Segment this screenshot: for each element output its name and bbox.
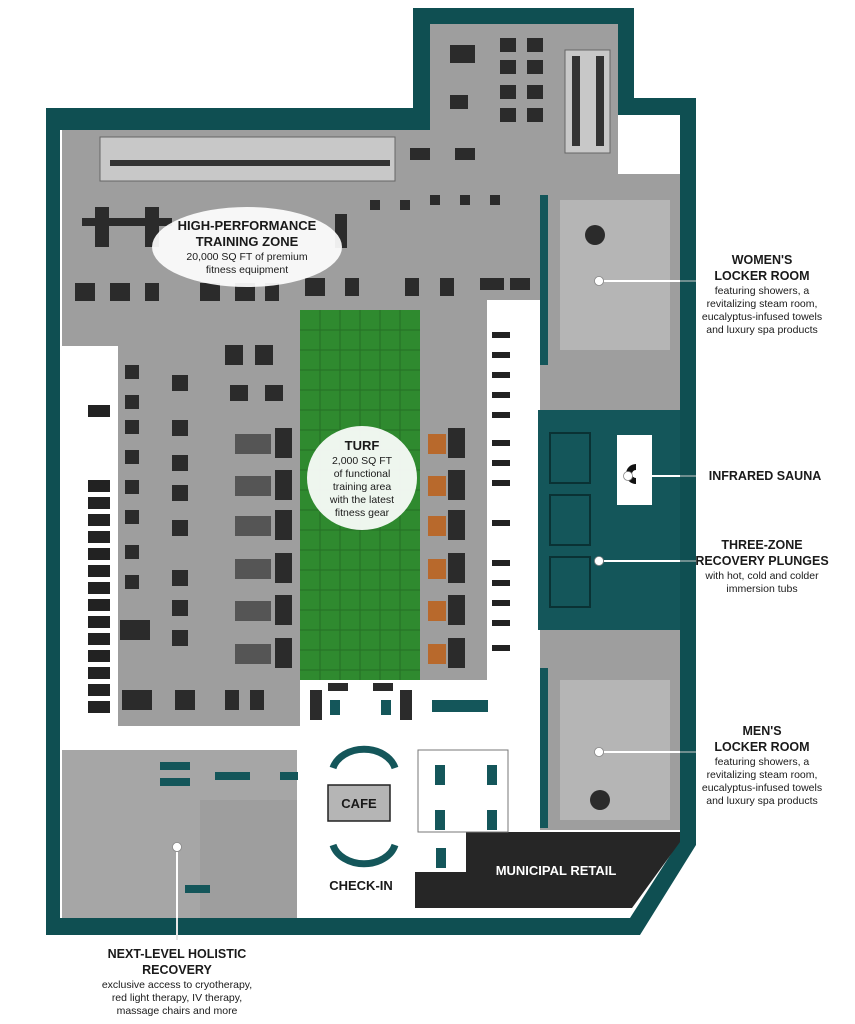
womens-desc-2: revitalizing steam room, — [707, 298, 818, 310]
holistic-title-1: NEXT-LEVEL HOLISTIC — [108, 947, 247, 961]
retail-left-block — [415, 872, 466, 908]
turf-title: TURF — [345, 438, 380, 453]
training-label-halo — [152, 207, 342, 287]
cardio-row-right — [492, 332, 510, 651]
upper-room-equipment — [450, 38, 543, 122]
cafe-title: CAFE — [341, 796, 377, 811]
callout-lines-outside — [176, 280, 696, 940]
plunge-tub-3 — [549, 556, 591, 608]
retail-title: MUNICIPAL RETAIL — [496, 863, 617, 878]
turf-desc-2: of functional — [334, 468, 391, 480]
plunge-tub-2 — [549, 494, 591, 546]
callout-lines — [176, 280, 680, 935]
holistic-desc-1: exclusive access to cryotherapy, — [102, 979, 252, 991]
recovery-area — [538, 410, 680, 630]
plunges-title-1: THREE-ZONE — [721, 538, 802, 552]
cardio-strip — [487, 310, 517, 680]
rack-stations-left — [235, 428, 292, 668]
training-desc-2: fitness equipment — [206, 264, 288, 276]
turf-label-halo — [307, 426, 417, 530]
womens-shower-wall — [540, 195, 548, 365]
mens-title-1: MEN'S — [742, 724, 781, 738]
plunges-desc-1: with hot, cold and colder — [704, 570, 819, 582]
holistic-title-2: RECOVERY — [142, 963, 212, 977]
treadmill-row-left — [88, 405, 110, 713]
mens-shower-wall — [540, 668, 548, 828]
cafe-bar-top — [329, 745, 399, 770]
office-desks — [432, 700, 497, 868]
mens-desc-4: and luxury spa products — [706, 795, 817, 807]
callout-dots — [172, 276, 633, 852]
dumbbell-rack-top — [99, 136, 396, 182]
mens-desc-1: featuring showers, a — [715, 756, 810, 768]
therapy-rooms — [160, 762, 298, 893]
mens-desc-3: eucalyptus-infused towels — [702, 782, 822, 794]
training-desc-1: 20,000 SQ FT of premium — [186, 251, 307, 263]
lounge-seating — [310, 683, 412, 720]
womens-desc-3: eucalyptus-infused towels — [702, 311, 822, 323]
holistic-lower-area — [200, 800, 297, 918]
rack-stations-right — [428, 428, 465, 668]
plunges-desc-2: immersion tubs — [726, 583, 797, 595]
training-title-2: TRAINING ZONE — [196, 234, 299, 249]
holistic-desc-3: massage chairs and more — [117, 1005, 238, 1017]
turf-desc-4: with the latest — [329, 494, 394, 506]
womens-desc-4: and luxury spa products — [706, 324, 817, 336]
womens-desc-1: featuring showers, a — [715, 285, 810, 297]
mens-steam-room — [590, 790, 610, 810]
turf-desc-1: 2,000 SQ FT — [332, 455, 393, 467]
municipal-retail-area — [466, 832, 680, 908]
left-training-area — [118, 346, 300, 726]
womens-locker-room-light — [560, 200, 670, 350]
turf-desc-5: fitness gear — [335, 507, 390, 519]
cafe-counter — [327, 784, 391, 822]
rack-ticks — [110, 160, 390, 166]
womens-title-2: LOCKER ROOM — [714, 269, 809, 283]
checkin-desk — [329, 843, 399, 868]
mens-locker-room-light — [560, 680, 670, 820]
sauna-title: INFRARED SAUNA — [709, 469, 822, 483]
mens-desc-2: revitalizing steam room, — [707, 769, 818, 781]
checkin-title: CHECK-IN — [329, 878, 393, 893]
left-machines — [120, 345, 283, 710]
mens-title-2: LOCKER ROOM — [714, 740, 809, 754]
plunges-title-2: RECOVERY PLUNGES — [695, 554, 828, 568]
training-title-1: HIGH-PERFORMANCE — [178, 218, 317, 233]
womens-steam-room — [585, 225, 605, 245]
plunge-tub-1 — [549, 432, 591, 484]
womens-title-1: WOMEN'S — [732, 253, 793, 267]
turf-desc-3: training area — [333, 481, 392, 493]
holistic-desc-2: red light therapy, IV therapy, — [112, 992, 242, 1004]
